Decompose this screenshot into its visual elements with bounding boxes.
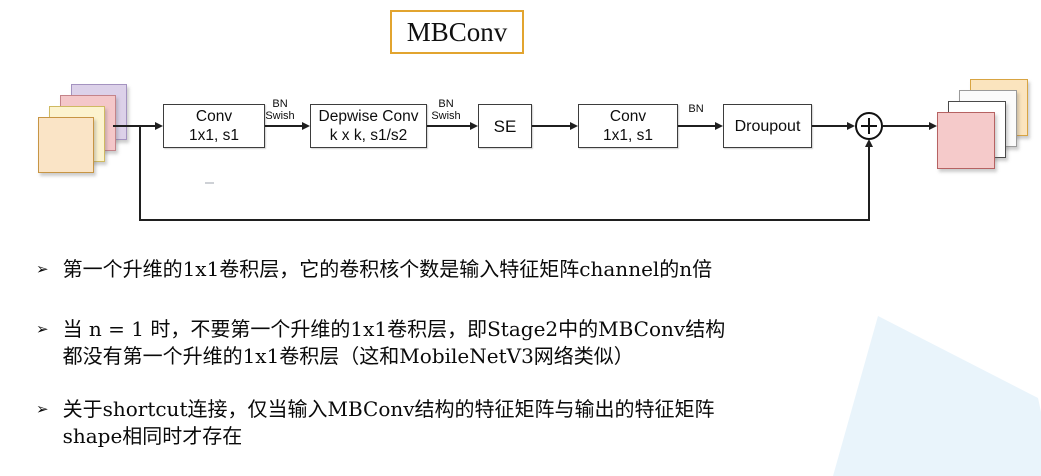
bullet-arrow-icon: ➢: [36, 260, 49, 278]
arrowhead-input-to-conv1: [155, 121, 163, 130]
arrow-input-to-conv1: [113, 125, 155, 127]
bullet-item-3: ➢ 关于shortcut连接，仅当输入MBConv结构的特征矩阵与输出的特征矩阵…: [36, 396, 715, 450]
bullet-item-2: ➢ 当 n = 1 时，不要第一个升维的1x1卷积层，即Stage2中的MBCo…: [36, 316, 725, 370]
block-label-line: k x k, s1/s2: [329, 127, 408, 144]
block-conv-expand: Conv 1x1, s1: [163, 104, 265, 148]
page-title: MBConv: [406, 16, 508, 47]
block-label-line: SE: [493, 116, 517, 136]
arrow-conv2-to-dropout: [678, 125, 715, 127]
shortcut-line-across: [139, 219, 870, 221]
arrow-add-to-output: [883, 125, 929, 127]
bullet-arrow-icon: ➢: [36, 400, 49, 418]
bullet-item-1: ➢ 第一个升维的1x1卷积层，它的卷积核个数是输入特征矩阵channel的n倍: [36, 256, 712, 283]
arrowhead-shortcut-to-add: [864, 139, 873, 147]
arrowhead-add-to-output: [929, 121, 937, 130]
arrow-depthwise-to-se: [427, 125, 470, 127]
shortcut-line-up: [868, 146, 870, 220]
block-label-line: Conv: [609, 108, 647, 125]
arrowhead-se-to-conv2: [570, 121, 578, 130]
arrow-se-to-conv2: [532, 125, 570, 127]
block-depthwise-conv: Depwise Conv k x k, s1/s2: [310, 104, 427, 148]
block-se-module: SE: [478, 104, 532, 148]
bullet-text: 关于shortcut连接，仅当输入MBConv结构的特征矩阵与输出的特征矩阵 s…: [62, 397, 715, 448]
arrowhead-dropout-to-add: [847, 121, 855, 130]
block-label-line: 1x1, s1: [603, 127, 653, 144]
title-box: MBConv: [390, 10, 524, 54]
output-layer-pink: [937, 112, 995, 169]
arrowhead-conv1-to-depthwise: [302, 121, 310, 130]
block-label-line: Droupout: [734, 117, 801, 135]
block-conv-project: Conv 1x1, s1: [578, 104, 678, 148]
input-layer-orange: [38, 117, 94, 173]
shortcut-line-down: [139, 126, 141, 220]
smudge-artifact: [205, 182, 214, 184]
block-dropout: Droupout: [723, 104, 812, 148]
arrow-conv1-to-depthwise: [265, 125, 302, 127]
arrowhead-depthwise-to-se: [470, 121, 478, 130]
block-label-line: Conv: [195, 108, 233, 125]
edge-label-bn-swish-2: BN Swish: [431, 98, 461, 122]
block-label-line: 1x1, s1: [189, 127, 239, 144]
arrowhead-conv2-to-dropout: [715, 121, 723, 130]
bullet-arrow-icon: ➢: [36, 320, 49, 338]
arrow-dropout-to-add: [812, 125, 847, 127]
edge-label-bn-swish-1: BN Swish: [265, 98, 295, 122]
block-label-line: Depwise Conv: [318, 108, 419, 125]
bullet-text: 第一个升维的1x1卷积层，它的卷积核个数是输入特征矩阵channel的n倍: [62, 257, 713, 281]
bullet-text: 当 n = 1 时，不要第一个升维的1x1卷积层，即Stage2中的MBConv…: [62, 317, 726, 368]
edge-label-bn-3: BN: [688, 103, 704, 115]
residual-add-icon: [855, 112, 883, 140]
